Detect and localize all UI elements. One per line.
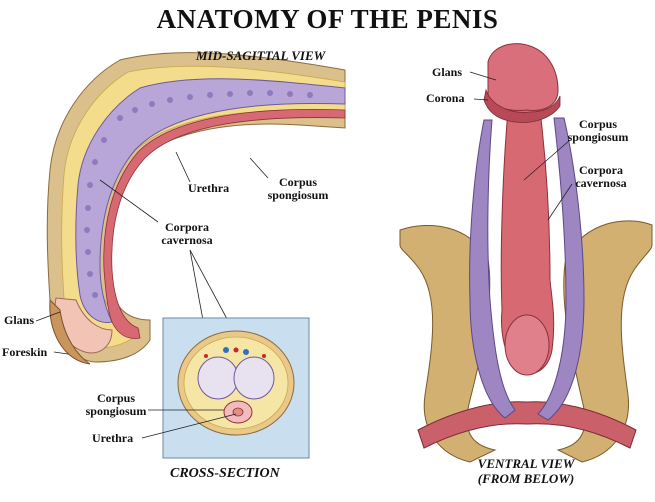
- label-v-cs-line2: spongiosum: [567, 130, 629, 144]
- label-cross-cs-line2: spongiosum: [85, 404, 147, 418]
- cross-section-illustration: [141, 317, 310, 459]
- label-cross-urethra: Urethra: [92, 431, 134, 445]
- ventral-cavernosum-left: [469, 119, 516, 419]
- ventral-illustration: [399, 43, 653, 463]
- sag-cs-leader: [249, 157, 269, 179]
- label-ventral-corpus-spongiosum: Corpus spongiosum: [560, 118, 636, 144]
- sagittal-view-caption: MID-SAGITTAL VIEW: [196, 48, 326, 63]
- cross-cavernosa-right: [233, 356, 275, 400]
- v-cs-leader: [523, 139, 571, 181]
- v-glans-leader: [469, 71, 497, 81]
- label-cross-corpus-spongiosum: Corpus spongiosum: [76, 392, 156, 418]
- cross-section-caption: CROSS-SECTION: [170, 466, 280, 481]
- label-v-cs-line1: Corpus: [578, 117, 617, 131]
- label-v-cc-line1: Corpora: [579, 163, 623, 177]
- label-sagittal-urethra: Urethra: [188, 181, 230, 195]
- ventral-caption-line2: (FROM BELOW): [477, 471, 575, 486]
- label-sagittal-corpora-cavernosa: Corpora cavernosa: [154, 221, 220, 247]
- ventral-corona: [483, 88, 561, 123]
- label-sag-cs-line2: spongiosum: [267, 188, 329, 202]
- label-sag-cc-line1: Corpora: [165, 220, 209, 234]
- sagittal-corpus-spongiosum: [103, 109, 346, 339]
- sagittal-trabeculae: [84, 90, 313, 298]
- diagram-title: ANATOMY OF THE PENIS: [156, 4, 499, 34]
- label-sag-cs-line1: Corpus: [278, 175, 317, 189]
- ventral-caption-line1: VENTRAL VIEW: [477, 456, 575, 471]
- label-ventral-glans: Glans: [432, 65, 463, 79]
- ventral-cavernosum-right: [537, 117, 585, 421]
- ventral-view-caption: VENTRAL VIEW (FROM BELOW): [446, 456, 606, 486]
- sagittal-illustration: [35, 52, 346, 365]
- label-sagittal-foreskin: Foreskin: [2, 345, 48, 359]
- cross-cavernosa-left: [197, 356, 239, 400]
- label-cross-cs-line1: Corpus: [96, 391, 135, 405]
- label-sag-cc-line2: cavernosa: [161, 233, 213, 247]
- cross-urethra: [232, 407, 244, 417]
- label-v-cc-line2: cavernosa: [575, 176, 627, 190]
- sag-urethra-leader: [175, 151, 191, 183]
- sagittal-corpora-cavernosa: [75, 78, 346, 324]
- ventral-glans: [487, 43, 559, 111]
- cross-urethra-leader: [141, 413, 237, 439]
- label-ventral-corona: Corona: [426, 91, 465, 105]
- v-corona-leader: [473, 98, 489, 101]
- label-sagittal-glans: Glans: [4, 313, 35, 327]
- sag-foreskin-leader: [53, 351, 69, 355]
- label-ventral-corpora-cavernosa: Corpora cavernosa: [566, 164, 636, 190]
- label-sagittal-corpus-spongiosum: Corpus spongiosum: [262, 176, 334, 202]
- ventral-bulb: [504, 314, 550, 376]
- cross-vessels: [204, 347, 266, 358]
- sag-cc-leader: [99, 179, 159, 223]
- sagittal-foreskin: [49, 298, 91, 365]
- v-cc-leader: [547, 183, 573, 221]
- sag-glans-leader: [35, 311, 61, 322]
